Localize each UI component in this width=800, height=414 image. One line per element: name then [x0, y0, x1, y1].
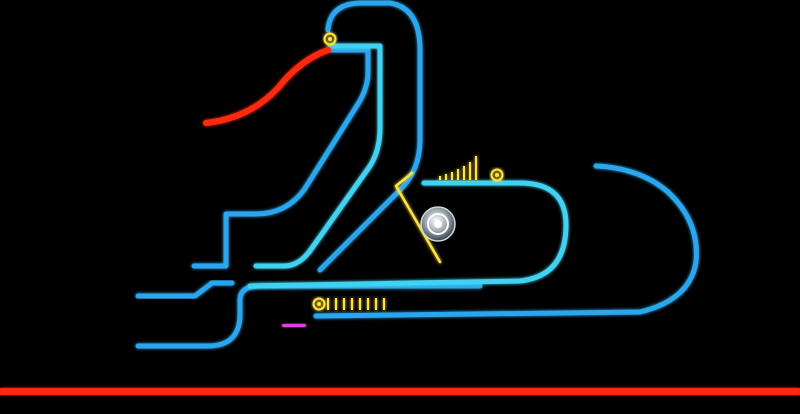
hazard-ramp — [203, 47, 331, 126]
sun-token-icon[interactable] — [323, 32, 337, 46]
track-loop-top — [317, 0, 423, 273]
spring-comb-top — [439, 156, 477, 180]
track-climb-inner — [253, 43, 383, 269]
chrome-ball-icon[interactable] — [420, 206, 456, 242]
track-right-loop — [247, 180, 569, 289]
sun-token-icon[interactable] — [312, 297, 326, 311]
magenta-pad — [282, 324, 306, 327]
track-outer-right — [313, 163, 699, 319]
sun-token-icon[interactable] — [490, 168, 504, 182]
spring-gate-icon[interactable] — [394, 171, 442, 264]
spring-comb-bottom — [327, 298, 385, 310]
track-climb — [191, 47, 371, 269]
hazard-floor — [0, 388, 800, 395]
track-left-feed — [135, 280, 235, 299]
